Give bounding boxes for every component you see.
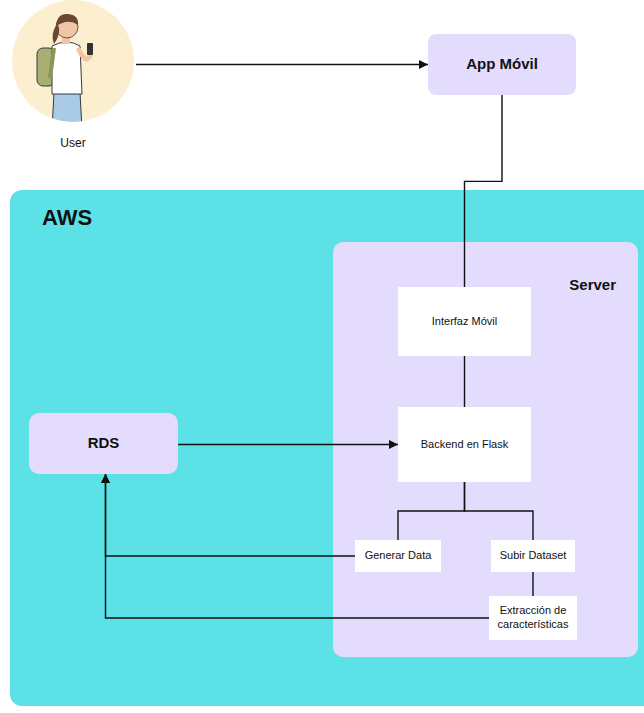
connector-line <box>464 356 465 407</box>
connector-line <box>106 474 356 556</box>
connector-group <box>106 65 534 619</box>
user-phone <box>87 43 93 55</box>
actor-label: User <box>10 136 136 151</box>
user-strap <box>50 48 54 78</box>
box-label: Extracción de características <box>492 604 574 632</box>
app-box: App Móvil <box>428 34 576 95</box>
connector-line <box>398 482 465 540</box>
box-label: Interfaz Móvil <box>432 315 497 329</box>
box-label: Subir Dataset <box>500 549 567 563</box>
user-illustration <box>10 0 136 124</box>
region-title: AWS <box>42 204 644 232</box>
connector-line <box>106 474 490 618</box>
user-actor: User <box>10 0 136 160</box>
process-box: Extracción de características <box>489 596 577 640</box>
box-label: App Móvil <box>466 55 538 74</box>
database-box: RDS <box>29 413 178 474</box>
connector-line <box>465 482 534 540</box>
connector-line <box>136 64 428 65</box>
user-pants <box>52 92 82 124</box>
user-figure <box>37 14 93 124</box>
user-ponytail <box>53 24 60 44</box>
connector-line <box>178 444 398 445</box>
process-box: Subir Dataset <box>491 540 575 572</box>
box-label: RDS <box>88 434 120 453</box>
box-label: Backend en Flask <box>421 438 508 452</box>
user-hair <box>56 14 78 26</box>
box-label: Generar Data <box>365 549 432 563</box>
process-box: Interfaz Móvil <box>398 287 531 356</box>
connector-line <box>465 95 503 287</box>
process-box: Backend en Flask <box>398 407 531 482</box>
cloud-region: Interfaz MóvilBackend en FlaskGenerar Da… <box>10 190 644 706</box>
server-panel: Interfaz MóvilBackend en FlaskGenerar Da… <box>333 242 638 657</box>
panel-title: Server <box>333 276 616 295</box>
connector-line <box>532 572 533 596</box>
process-box: Generar Data <box>355 540 441 572</box>
